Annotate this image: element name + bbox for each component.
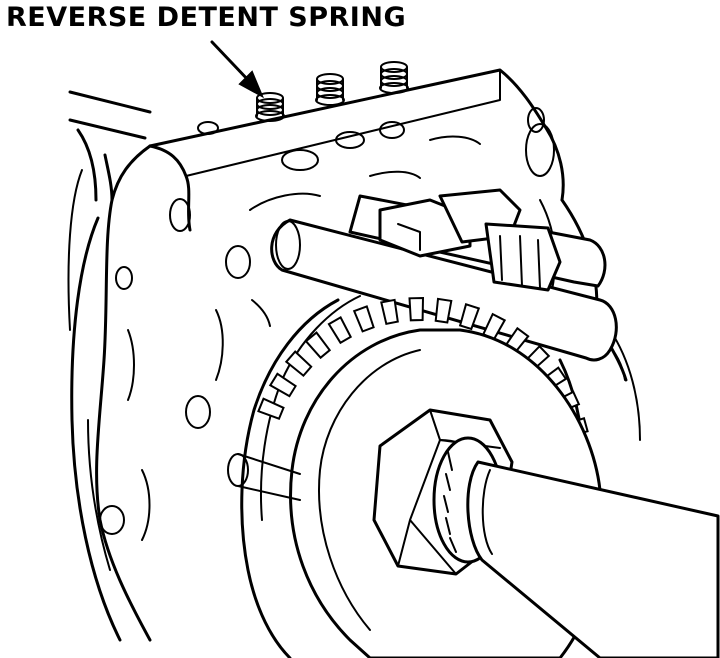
gear-tooth [352, 305, 375, 333]
gear-tooth [458, 303, 481, 331]
gear-tooth [380, 298, 399, 325]
detent-spring-middle [315, 73, 345, 106]
gear-tooth [284, 350, 313, 377]
reverse-detent-spring [255, 92, 285, 122]
gear-tooth [268, 372, 297, 398]
detent-spring-right [379, 61, 409, 94]
output-shaft [466, 460, 720, 658]
detent-springs [255, 61, 409, 122]
gear-tooth [257, 397, 285, 420]
gear-tooth [327, 316, 353, 345]
gear-tooth [304, 331, 332, 360]
callout-label: REVERSE DETENT SPRING [6, 2, 407, 33]
gear-tooth [434, 297, 453, 324]
gear-tooth [408, 296, 425, 322]
shift-rails [270, 188, 618, 362]
arrow-pointer-icon [210, 40, 265, 99]
locating-pin [227, 453, 301, 501]
